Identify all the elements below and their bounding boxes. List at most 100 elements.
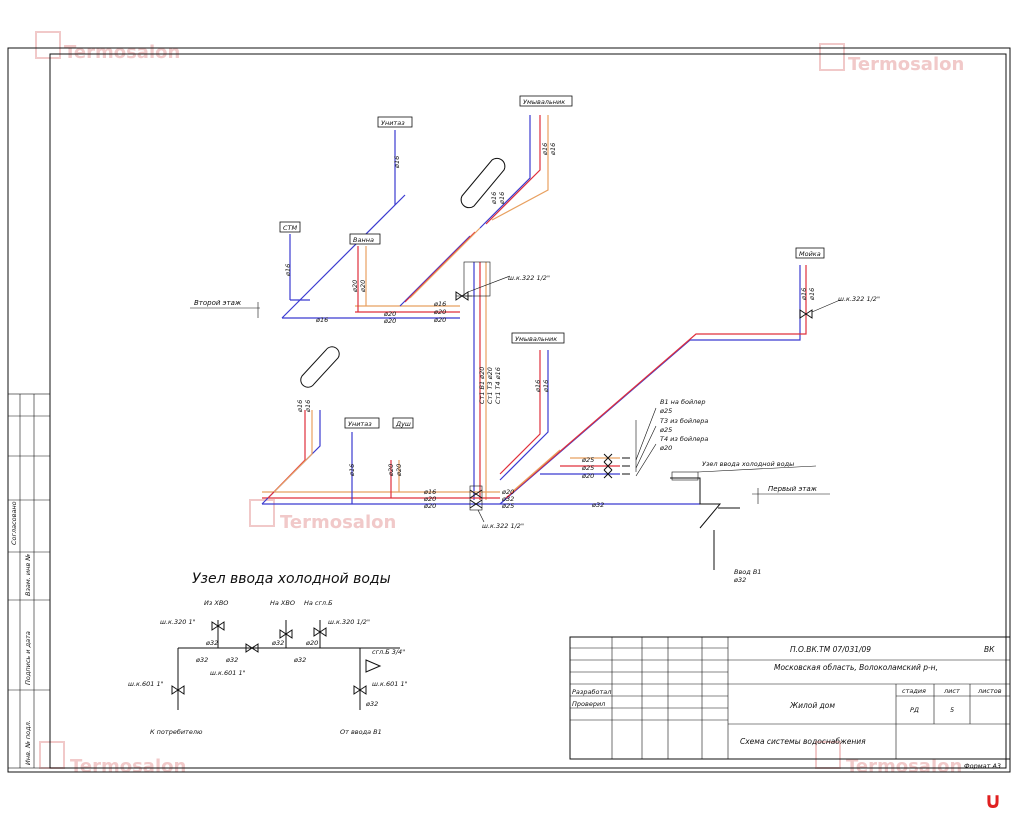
node-d20: ø20 [305, 639, 318, 647]
tb-stage: РД [910, 706, 919, 714]
stamp-agreed: Согласовано [10, 501, 18, 545]
node-valve-5: ш.к.601 1" [372, 680, 408, 688]
diam-label: ø25 [501, 502, 514, 510]
watermark-logo: Termosalon [819, 43, 964, 75]
valves-boiler [603, 453, 630, 479]
tb-section: ВК [984, 645, 995, 654]
fixture-sink-mid: Умывальник [511, 332, 565, 344]
fixture-kitchen-sink-label: Мойка [799, 250, 821, 258]
node-to-consumer: К потребителю [150, 728, 203, 736]
inlet-node: Узел ввода холодной воды Ввод В1 ø32 [671, 460, 817, 584]
watermarks: Termosalon Termosalon Termosalon Termosa… [35, 31, 964, 777]
diam-label: ø16 [348, 464, 356, 477]
watermark-logo: Termosalon [35, 31, 180, 63]
node-valve-1: ш.к.320 1" [160, 618, 196, 626]
fixture-kitchen-sink: Мойка [795, 247, 825, 259]
node-valve-3: ш.к.601 1" [210, 669, 246, 677]
diam-label: ø16 [542, 380, 550, 393]
diam-label: ø16 [534, 380, 542, 393]
diam-label: ø32 [591, 501, 604, 509]
diam-label: ø16 [284, 264, 292, 277]
riser-t4-label: Ст1 Т4 ø16 [494, 367, 502, 404]
boiler-t4-label: Т4 из бойлера [660, 435, 708, 443]
stamp-inv-original: Инв. № подл. [24, 720, 32, 765]
tb-code: П.О.ВК.ТМ 07/031/09 [790, 645, 871, 654]
node-valve-4: ш.к.601 1" [128, 680, 164, 688]
floor-marker-second: Второй этаж [190, 299, 260, 318]
riser-b1-label: Ст1 В1 ø20 [478, 367, 486, 404]
diam-label: ø20 [359, 280, 367, 293]
fixture-toilet-top-label: Унитаз [381, 119, 405, 127]
inlet-input-diam: ø32 [733, 576, 746, 584]
valve-top-riser-label: ш.к.322 1/2" [508, 274, 550, 282]
isometric-scheme: Второй этаж Первый этаж Унитаз Умывальни… [190, 95, 880, 584]
valve-kitchen: ш.к.322 1/2" [799, 295, 880, 319]
fixture-bath-label: Ванна [353, 236, 374, 244]
fixture-bath: Ванна [349, 233, 381, 245]
node-to-xvo: На ХВО [270, 599, 295, 607]
diam-label: ø25 [581, 464, 594, 472]
diam-label: ø20 [383, 310, 396, 318]
valve-kitchen-label: ш.к.322 1/2" [838, 295, 880, 303]
fixture-toilet-bottom: Унитаз [344, 417, 380, 429]
watermark-text: Termosalon [70, 756, 186, 777]
node-detail-title: Узел ввода холодной воды [192, 571, 391, 587]
valve-bottom-riser: ш.к.322 1/2" [469, 485, 524, 530]
node-d32: ø32 [271, 639, 284, 647]
valve-top-riser: ш.к.322 1/2" [455, 274, 550, 301]
watermark-text: Termosalon [848, 54, 964, 75]
boiler-b1-label: В1 на бойлер [660, 398, 705, 406]
diam-label: ø20 [351, 280, 359, 293]
tb-developed: Разработал [572, 688, 611, 696]
stamp-replace-inv: Взам. инв № [24, 554, 32, 596]
tb-checked: Проверил [572, 700, 605, 708]
inlet-node-label: Узел ввода холодной воды [702, 460, 794, 468]
side-stamp: Согласовано Взам. инв № Подпись и дата И… [7, 393, 51, 769]
tb-sheet-header: лист [943, 687, 960, 695]
title-block: П.О.ВК.ТМ 07/031/09 ВК Московская област… [569, 636, 1011, 770]
watermark-text: Termosalon [64, 42, 180, 63]
node-d32: ø32 [293, 656, 306, 664]
diam-label: ø16 [549, 143, 557, 156]
inlet-input-label: Ввод В1 [734, 568, 761, 576]
fixture-shower-label: Душ [395, 420, 411, 428]
boiler-branch-labels: В1 на бойлер ø25 Т3 из бойлера ø25 Т4 из… [635, 398, 708, 477]
tb-building: Жилой дом [789, 701, 835, 710]
fixture-shower: Душ [392, 417, 414, 429]
diam-label: ø16 [808, 288, 816, 301]
watermark-logo: Termosalon [249, 499, 396, 533]
tb-drawing: Схема системы водоснабжения [740, 737, 866, 746]
boiler-d3-label: ø20 [659, 444, 672, 452]
boiler-d2-label: ø25 [659, 426, 672, 434]
diam-label: ø16 [393, 156, 401, 169]
diam-label: ø16 [800, 288, 808, 301]
diam-label: ø20 [581, 472, 594, 480]
boiler-t3-label: Т3 из бойлера [660, 417, 708, 425]
watermark-text: Termosalon [280, 512, 396, 533]
floor-second-label: Второй этаж [194, 299, 242, 307]
floor-marker-first: Первый этаж [752, 485, 830, 504]
diam-label: ø16 [433, 300, 446, 308]
fixture-stm-label: СТМ [283, 224, 298, 232]
diam-label: ø20 [383, 317, 396, 325]
tb-stage-header: стадия [902, 687, 926, 695]
node-from-xvo: Из ХВО [204, 599, 228, 607]
diam-label: ø16 [423, 488, 436, 496]
stamp-sign-date: Подпись и дата [24, 631, 32, 685]
diam-label: ø16 [490, 192, 498, 205]
diam-label: ø20 [423, 495, 436, 503]
diam-label: ø16 [296, 400, 304, 413]
corner-mark: ∪ [984, 789, 1002, 814]
node-d32: ø32 [205, 639, 218, 647]
diam-label: ø16 [304, 400, 312, 413]
fixture-toilet-top: Унитаз [377, 116, 413, 128]
fixture-sink-top-label: Умывальник [523, 98, 565, 106]
node-valve-2: ш.к.320 1/2" [328, 618, 370, 626]
boiler-d1-label: ø25 [659, 407, 672, 415]
diam-label: ø16 [315, 316, 328, 324]
tb-format: Формат А3 [964, 762, 1001, 770]
diam-label: ø20 [501, 488, 514, 496]
diam-label: ø20 [433, 308, 446, 316]
diam-label: ø20 [395, 464, 403, 477]
